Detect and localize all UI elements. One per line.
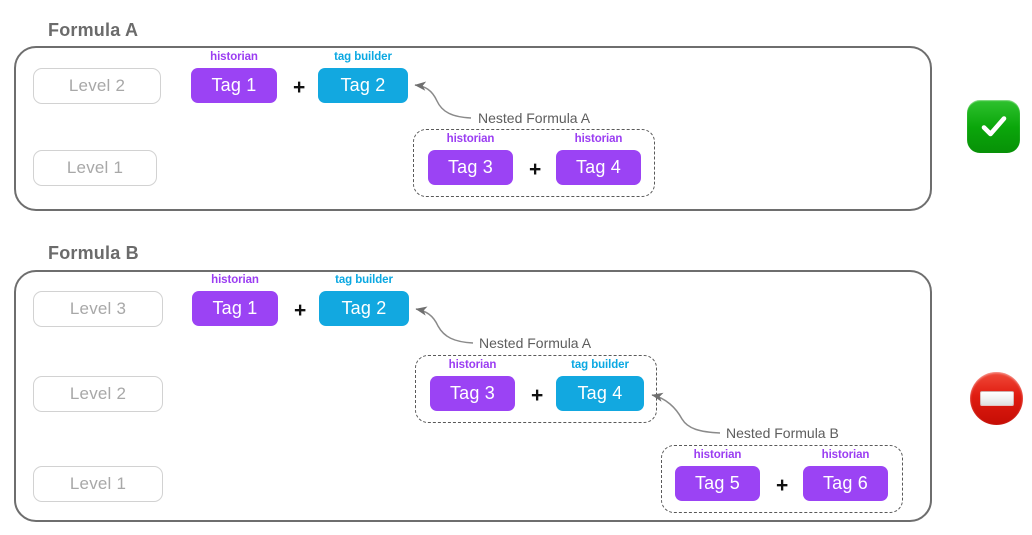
formula-b-nested-b-plus-operator: +: [776, 474, 789, 497]
level-label: Level 1: [69, 474, 127, 493]
formula-b-tag-4-group: tag builder Tag 4: [556, 359, 644, 411]
tag-source-label: historian: [693, 449, 742, 461]
tag-source-label: historian: [446, 133, 495, 145]
level-label: Level 3: [69, 299, 127, 318]
tag-source-label: historian: [211, 274, 259, 286]
formula-b-level-2[interactable]: Level 2: [33, 376, 163, 412]
tag-source-label: historian: [210, 51, 258, 63]
formula-a-tag-4-group: historian Tag 4: [556, 133, 641, 185]
formula-b-tag-1-group: historian Tag 1: [192, 274, 278, 326]
formula-a-tag-4-chip[interactable]: Tag 4: [556, 150, 641, 185]
formula-a-tag-3-chip[interactable]: Tag 3: [428, 150, 513, 185]
tag-source-label: tag builder: [334, 51, 392, 63]
formula-b-tag-5-group: historian Tag 5: [675, 449, 760, 501]
no-entry-bar: [979, 391, 1014, 406]
tag-source-label: tag builder: [335, 274, 393, 286]
formula-a-nested-a-box: [413, 129, 655, 197]
formula-b-nested-a-label: Nested Formula A: [479, 335, 592, 351]
formula-b-level-3[interactable]: Level 3: [33, 291, 163, 327]
formula-b-nested-b-label: Nested Formula B: [726, 425, 839, 441]
formula-b-tag-2-chip[interactable]: Tag 2: [319, 291, 409, 326]
formula-a-level-1[interactable]: Level 1: [33, 150, 157, 186]
level-label: Level 1: [66, 158, 124, 177]
formula-a-tag-1-group: historian Tag 1: [191, 51, 277, 103]
formula-a-title: Formula A: [48, 20, 139, 40]
formula-a-tag-1-chip[interactable]: Tag 1: [191, 68, 277, 103]
formula-b-nested-a-plus-operator: +: [531, 384, 544, 407]
formula-a-level-2[interactable]: Level 2: [33, 68, 161, 104]
formula-b-tag-1-chip[interactable]: Tag 1: [192, 291, 278, 326]
formula-b-tag-6-group: historian Tag 6: [803, 449, 888, 501]
formula-b-level-1[interactable]: Level 1: [33, 466, 163, 502]
formula-b-nested-a-box: [415, 355, 657, 423]
formula-a-tag-3-group: historian Tag 3: [428, 133, 513, 185]
formula-a-tag-2-group: tag builder Tag 2: [318, 51, 408, 103]
formula-b-tag-3-group: historian Tag 3: [430, 359, 515, 411]
level-label: Level 2: [69, 384, 127, 403]
formula-b-title: Formula B: [48, 243, 139, 263]
formula-b-tag-6-chip[interactable]: Tag 6: [803, 466, 888, 501]
tag-source-label: historian: [821, 449, 870, 461]
green-check-icon: [967, 100, 1020, 153]
formula-b-tag-2-group: tag builder Tag 2: [319, 274, 409, 326]
formula-a-tag-2-chip[interactable]: Tag 2: [318, 68, 408, 103]
tag-source-label: historian: [574, 133, 623, 145]
formula-b-tag-3-chip[interactable]: Tag 3: [430, 376, 515, 411]
formula-a-status-allowed: [967, 100, 1020, 153]
formula-a-nested-plus-operator: +: [529, 158, 542, 181]
tag-source-label: historian: [448, 359, 497, 371]
formula-b-tag-5-chip[interactable]: Tag 5: [675, 466, 760, 501]
formula-b-plus-operator: +: [294, 299, 307, 322]
formula-a-plus-operator: +: [293, 76, 306, 99]
formula-a-nested-a-label: Nested Formula A: [478, 110, 591, 126]
formula-b-nested-b-box: [661, 445, 903, 513]
level-label: Level 2: [68, 76, 126, 95]
tag-source-label: tag builder: [571, 359, 629, 371]
formula-b-tag-4-chip[interactable]: Tag 4: [556, 376, 644, 411]
formula-b-status-blocked: [970, 372, 1023, 425]
red-no-entry-icon: [970, 372, 1023, 425]
